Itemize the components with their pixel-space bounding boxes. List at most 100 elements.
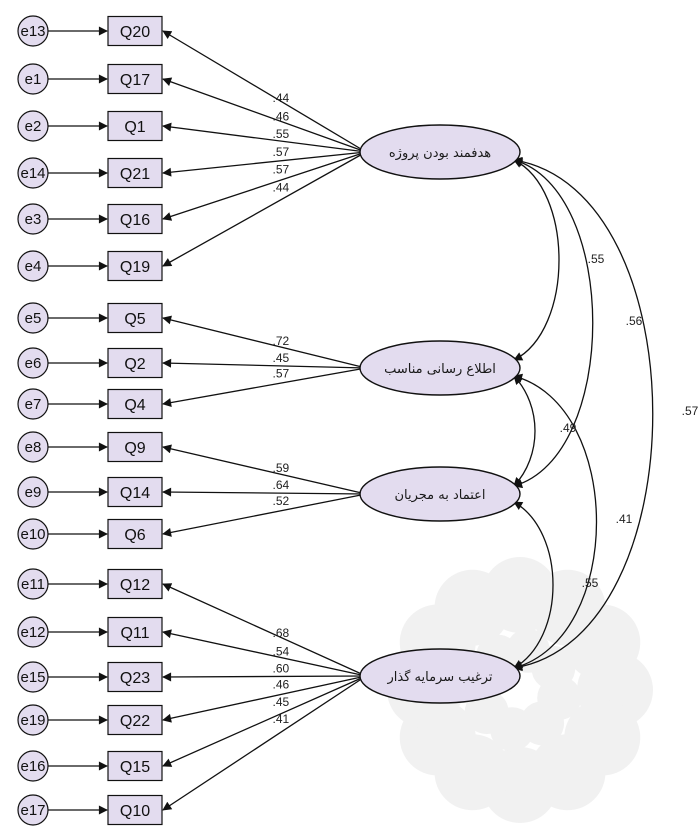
error-term-label: e16 [20, 758, 45, 775]
error-term-circle [17, 63, 49, 95]
correlation-label: .55 [588, 252, 605, 266]
loading-label: .45 [273, 351, 290, 365]
observed-variable-box [107, 431, 163, 463]
correlation-label: .55 [582, 576, 599, 590]
loading-path [162, 675, 367, 811]
observed-variable-box [107, 704, 163, 736]
observed-variable-label: Q2 [124, 356, 145, 373]
correlation-path [513, 501, 554, 669]
loading-label: .41 [273, 712, 290, 726]
loading-path [162, 444, 367, 495]
loading-path [162, 122, 367, 153]
correlation-path [513, 373, 598, 671]
observed-variable-box [107, 794, 163, 826]
loading-label: .55 [273, 127, 290, 141]
loading-label: .72 [273, 334, 290, 348]
observed-variable-label: Q14 [120, 485, 150, 502]
observed-variable-box [107, 63, 163, 95]
observed-variable-box [107, 110, 163, 142]
loading-label: .44 [273, 180, 290, 194]
correlation-path [513, 156, 654, 672]
loading-path [162, 315, 367, 369]
loading-label: .64 [273, 478, 290, 492]
correlation-label: .56 [626, 314, 643, 328]
latent-variable-label: هدفمند بودن پروژه [389, 146, 491, 161]
error-term-label: e6 [25, 355, 42, 372]
error-term-label: e5 [25, 310, 42, 327]
loading-label: .54 [273, 644, 290, 658]
observed-variable-box [107, 750, 163, 782]
loading-path [162, 151, 367, 177]
observed-variable-label: Q6 [124, 527, 145, 544]
observed-variable-box [107, 250, 163, 282]
loading-label: .57 [273, 367, 290, 381]
observed-variable-box [107, 568, 163, 600]
observed-variable-label: Q21 [120, 166, 150, 183]
observed-variable-label: Q1 [124, 119, 145, 136]
loading-path [162, 358, 367, 369]
observed-variable-label: Q4 [124, 397, 145, 414]
latent-variable-ellipse [359, 124, 521, 180]
error-term-circle [17, 110, 49, 142]
error-term-circle [17, 431, 49, 463]
observed-variable-label: Q23 [120, 670, 150, 687]
loading-label: .57 [273, 162, 290, 176]
error-term-circle [17, 518, 49, 550]
correlation-path [513, 159, 560, 361]
latent-variable-label: ترغیب سرمایه گذار [386, 669, 492, 685]
latent-variable-ellipse [359, 466, 521, 522]
loading-label: .52 [273, 494, 290, 508]
correlation-label: .57 [682, 404, 699, 418]
error-term-label: e14 [20, 165, 45, 182]
error-term-label: e10 [20, 526, 45, 543]
error-term-label: e3 [25, 211, 42, 228]
error-term-label: e9 [25, 484, 42, 501]
error-term-circle [17, 661, 49, 693]
observed-variable-box [107, 157, 163, 189]
loading-label: .59 [273, 461, 290, 475]
error-term-circle [17, 15, 49, 47]
observed-variable-label: Q19 [120, 259, 150, 276]
error-term-circle [17, 302, 49, 334]
loading-path [162, 77, 367, 153]
loading-path [162, 583, 367, 677]
loading-label: .57 [273, 145, 290, 159]
observed-variable-box [107, 518, 163, 550]
observed-variable-box [107, 388, 163, 420]
error-term-circle [17, 704, 49, 736]
loading-path [162, 675, 367, 767]
observed-variable-box [107, 203, 163, 235]
error-term-circle [17, 794, 49, 826]
observed-variable-box [107, 347, 163, 379]
observed-variable-label: Q12 [120, 577, 150, 594]
observed-variable-label: Q20 [120, 24, 150, 41]
error-term-label: e17 [20, 802, 45, 819]
loading-path [162, 151, 367, 267]
loading-path [162, 675, 367, 723]
loading-label: .44 [273, 91, 290, 105]
observed-variable-box [107, 476, 163, 508]
loading-label: .68 [273, 626, 290, 640]
latent-variable-label: اعتماد به مجریان [394, 488, 485, 503]
error-term-circle [17, 750, 49, 782]
error-term-label: e1 [25, 71, 42, 88]
observed-variable-label: Q9 [124, 440, 145, 457]
observed-variable-label: Q16 [120, 212, 150, 229]
observed-variable-box [107, 302, 163, 334]
error-term-circle [17, 568, 49, 600]
observed-variable-label: Q22 [120, 713, 150, 730]
error-term-label: e8 [25, 439, 42, 456]
correlation-path [513, 375, 536, 487]
correlation-path [513, 157, 594, 489]
error-term-label: e13 [20, 23, 45, 40]
error-term-circle [17, 347, 49, 379]
error-term-label: e11 [21, 576, 45, 593]
loading-path [162, 487, 367, 497]
error-term-label: e7 [25, 396, 42, 413]
error-term-circle [17, 203, 49, 235]
latent-variable-ellipse [359, 648, 521, 704]
error-term-label: e4 [25, 258, 42, 275]
error-term-circle [17, 388, 49, 420]
observed-variable-label: Q10 [120, 803, 150, 820]
